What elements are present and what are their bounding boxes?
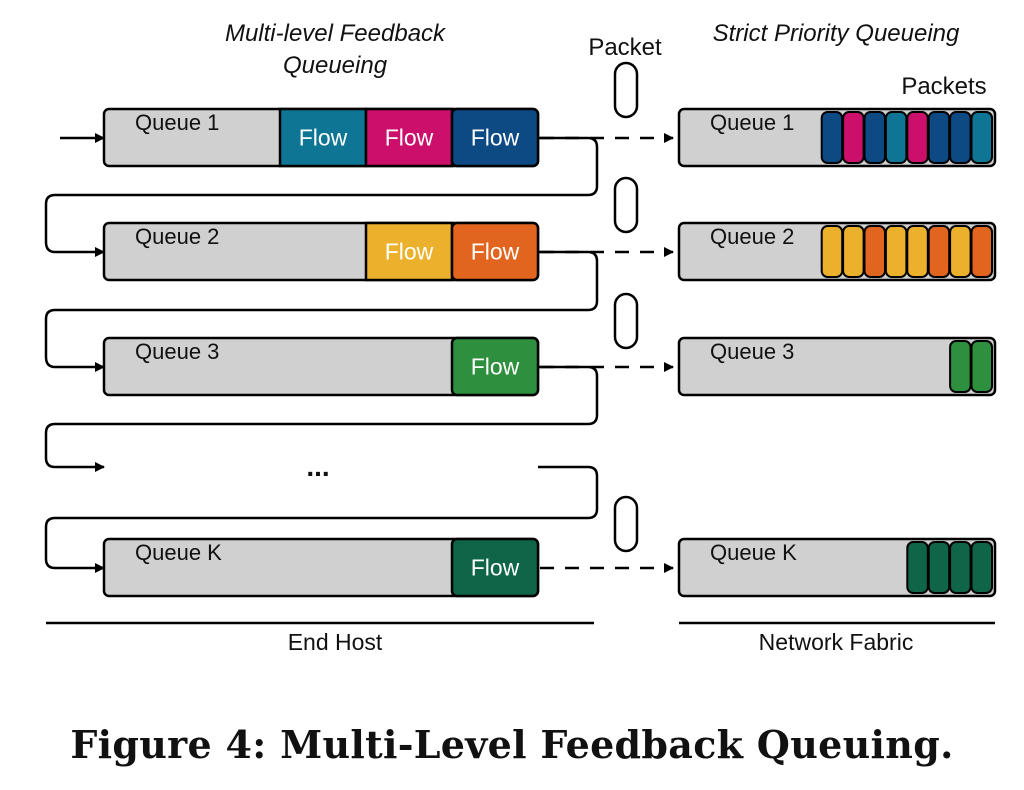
flow-block bbox=[278, 107, 368, 168]
packet-block bbox=[906, 225, 929, 278]
demotion-arrow-3-ellipsis bbox=[44, 365, 599, 472]
fabric-queue: Queue K bbox=[677, 537, 997, 598]
flow-label: Flow bbox=[385, 125, 434, 151]
host-queue: Queue 2 Flow Flow bbox=[102, 221, 540, 282]
packet-block bbox=[970, 541, 993, 594]
fabric-queue-label: Queue 3 bbox=[710, 339, 794, 364]
host-queue: Queue K Flow bbox=[102, 537, 540, 598]
packet-block bbox=[949, 340, 972, 393]
transfer-arrows bbox=[540, 133, 674, 573]
host-queue-label: Queue 2 bbox=[135, 224, 219, 249]
host-queue-label: Queue 1 bbox=[135, 110, 219, 135]
packet-block bbox=[906, 111, 929, 164]
packet-block bbox=[970, 111, 993, 164]
host-queue: Queue 1 Flow Flow Flow bbox=[102, 107, 540, 168]
packet-block bbox=[949, 225, 972, 278]
demotion-arrow-1-2 bbox=[44, 136, 599, 257]
packet-block bbox=[927, 225, 951, 278]
packets-heading: Packets bbox=[901, 73, 986, 100]
flow-label: Flow bbox=[471, 239, 520, 265]
packet-block bbox=[820, 111, 844, 164]
host-queue: Queue 3 Flow bbox=[102, 336, 540, 397]
fabric-queue-label: Queue 2 bbox=[710, 224, 794, 249]
packet-block bbox=[927, 111, 951, 164]
packets-in-flight bbox=[613, 61, 639, 553]
fabric-queue: Queue 3 bbox=[677, 336, 997, 397]
figure-caption: Figure 4: Multi-Level Feedback Queuing. bbox=[70, 722, 954, 767]
flow-block bbox=[450, 221, 540, 282]
packet-icon bbox=[613, 495, 639, 553]
flow-label: Flow bbox=[471, 354, 520, 380]
packet-block bbox=[949, 541, 972, 594]
spq-heading: Strict Priority Queueing bbox=[713, 20, 960, 47]
demotion-arrow-ellipsis-k bbox=[44, 465, 599, 573]
fabric-queue-label: Queue K bbox=[710, 540, 797, 565]
packet-block bbox=[842, 225, 865, 278]
packet-block bbox=[970, 225, 993, 278]
packet-heading: Packet bbox=[588, 34, 662, 61]
host-queue-label: Queue K bbox=[135, 540, 222, 565]
packet-block bbox=[970, 340, 993, 393]
packet-block bbox=[863, 111, 886, 164]
fabric-queue-label: Queue 1 bbox=[710, 110, 794, 135]
flow-block bbox=[364, 107, 454, 168]
flow-block bbox=[450, 537, 540, 598]
packet-block bbox=[863, 225, 886, 278]
packet-icon bbox=[613, 292, 639, 350]
host-queue-label: Queue 3 bbox=[135, 339, 219, 364]
flow-label: Flow bbox=[471, 125, 520, 151]
packet-block bbox=[842, 111, 865, 164]
flow-block bbox=[450, 107, 540, 168]
flow-label: Flow bbox=[471, 555, 520, 581]
packet-block bbox=[927, 541, 951, 594]
flow-label: Flow bbox=[385, 239, 434, 265]
demotion-arrow-2-3 bbox=[44, 250, 599, 372]
packet-block bbox=[820, 225, 844, 278]
mlfq-heading-line1: Multi-level Feedback bbox=[225, 20, 447, 47]
packet-block bbox=[906, 541, 929, 594]
queue-ellipsis: ... bbox=[306, 451, 329, 482]
packet-icon bbox=[613, 176, 639, 234]
fabric-queue: Queue 2 bbox=[677, 221, 997, 282]
flow-block bbox=[450, 336, 540, 397]
packet-icon bbox=[613, 61, 639, 119]
fabric-queue-box bbox=[677, 336, 997, 397]
flow-label: Flow bbox=[299, 125, 348, 151]
network-fabric-label: Network Fabric bbox=[759, 629, 914, 655]
packet-block bbox=[884, 225, 908, 278]
mlfq-heading-line2: Queueing bbox=[283, 52, 388, 79]
fabric-queue: Queue 1 bbox=[677, 107, 997, 168]
end-host-label: End Host bbox=[288, 629, 383, 655]
packet-block bbox=[884, 111, 908, 164]
packet-block bbox=[949, 111, 972, 164]
network-fabric-queues: Queue 1 Queue 2 Queue 3 Queue K bbox=[677, 107, 997, 598]
